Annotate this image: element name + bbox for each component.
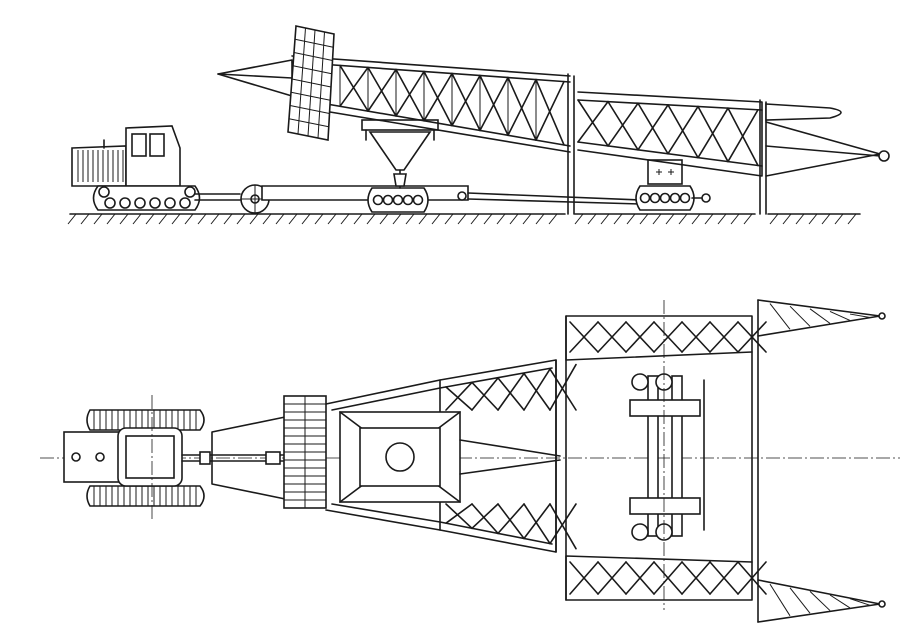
idler-wheel	[98, 186, 110, 198]
road-wheel	[179, 197, 191, 209]
bogie-wheel	[372, 194, 384, 206]
bogie-wheel	[402, 194, 414, 206]
side-elevation-view	[67, 25, 890, 225]
lattice-boom-plan	[325, 359, 577, 553]
middle-track-bogie	[361, 119, 439, 213]
road-wheel	[134, 197, 146, 209]
crawler-tractor	[71, 125, 241, 211]
bogie-wheel	[649, 192, 661, 204]
front-frame-plan	[211, 395, 327, 509]
rear-section-plan	[565, 299, 886, 623]
bogie-wheel	[639, 192, 651, 204]
bogie-wheel	[412, 194, 424, 206]
bogie-wheel	[679, 192, 691, 204]
plan-view	[40, 299, 900, 623]
bogie-wheel	[392, 194, 404, 206]
road-wheel	[104, 197, 116, 209]
ground-line	[67, 213, 861, 225]
bogie-wheel	[669, 192, 681, 204]
drive-sprocket	[184, 186, 196, 198]
lattice-boom-side	[217, 25, 890, 215]
road-wheel	[164, 197, 176, 209]
tractor-plan	[63, 395, 205, 520]
road-wheel	[119, 197, 131, 209]
road-wheel	[149, 197, 161, 209]
trailer-frame	[261, 185, 641, 205]
bogie-wheel	[659, 192, 671, 204]
drawbar-plan	[181, 451, 291, 465]
bogie-wheel	[382, 194, 394, 206]
